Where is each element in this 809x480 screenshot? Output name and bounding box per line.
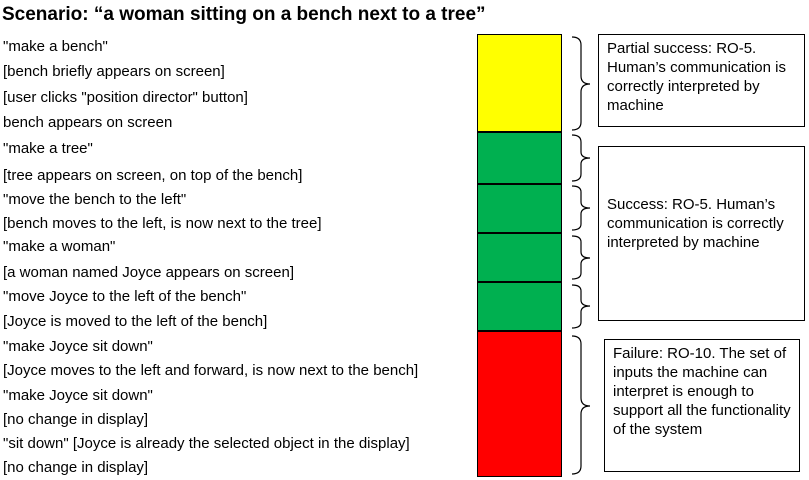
partial-success-box: Partial success: RO-5. Human’s communica… bbox=[598, 34, 805, 127]
scenario-line: [Joyce moves to the left and forward, is… bbox=[3, 362, 419, 379]
success-box: Success: RO-5. Human’s communication is … bbox=[598, 146, 805, 321]
bracket-success-2 bbox=[571, 185, 591, 231]
bracket-partial bbox=[571, 36, 591, 131]
scenario-line: [no change in display] bbox=[3, 411, 149, 428]
scenario-line: "sit down" [Joyce is already the selecte… bbox=[3, 435, 410, 452]
scenario-line: [bench moves to the left, is now next to… bbox=[3, 215, 322, 232]
failure-box: Failure: RO-10. The set of inputs the ma… bbox=[604, 339, 800, 472]
bracket-success-3 bbox=[571, 235, 591, 280]
scenario-line: [no change in display] bbox=[3, 459, 149, 476]
status-block-success bbox=[477, 282, 562, 331]
bracket-success-1 bbox=[571, 134, 591, 182]
scenario-line: "make a woman" bbox=[3, 238, 116, 255]
scenario-line: [user clicks "position director" button] bbox=[3, 89, 248, 106]
status-block-success bbox=[477, 184, 562, 233]
scenario-line: "move Joyce to the left of the bench" bbox=[3, 288, 247, 305]
status-block-success bbox=[477, 132, 562, 184]
status-block-success bbox=[477, 233, 562, 282]
scenario-line: "make a tree" bbox=[3, 140, 93, 157]
scenario-line: "make a bench" bbox=[3, 38, 108, 55]
status-block-failure bbox=[477, 331, 562, 477]
scenario-line: [Joyce is moved to the left of the bench… bbox=[3, 313, 268, 330]
scenario-line: "make Joyce sit down" bbox=[3, 387, 153, 404]
scenario-line: [a woman named Joyce appears on screen] bbox=[3, 264, 294, 281]
scenario-line: bench appears on screen bbox=[3, 114, 173, 131]
scenario-line: "make Joyce sit down" bbox=[3, 338, 153, 355]
scenario-line: [bench briefly appears on screen] bbox=[3, 63, 225, 80]
status-block-partial-success bbox=[477, 34, 562, 132]
scenario-title: Scenario: “a woman sitting on a bench ne… bbox=[2, 4, 486, 25]
scenario-line: "move the bench to the left" bbox=[3, 191, 187, 208]
bracket-success-4 bbox=[571, 284, 591, 329]
bracket-failure bbox=[571, 335, 591, 475]
scenario-line: [tree appears on screen, on top of the b… bbox=[3, 167, 303, 184]
